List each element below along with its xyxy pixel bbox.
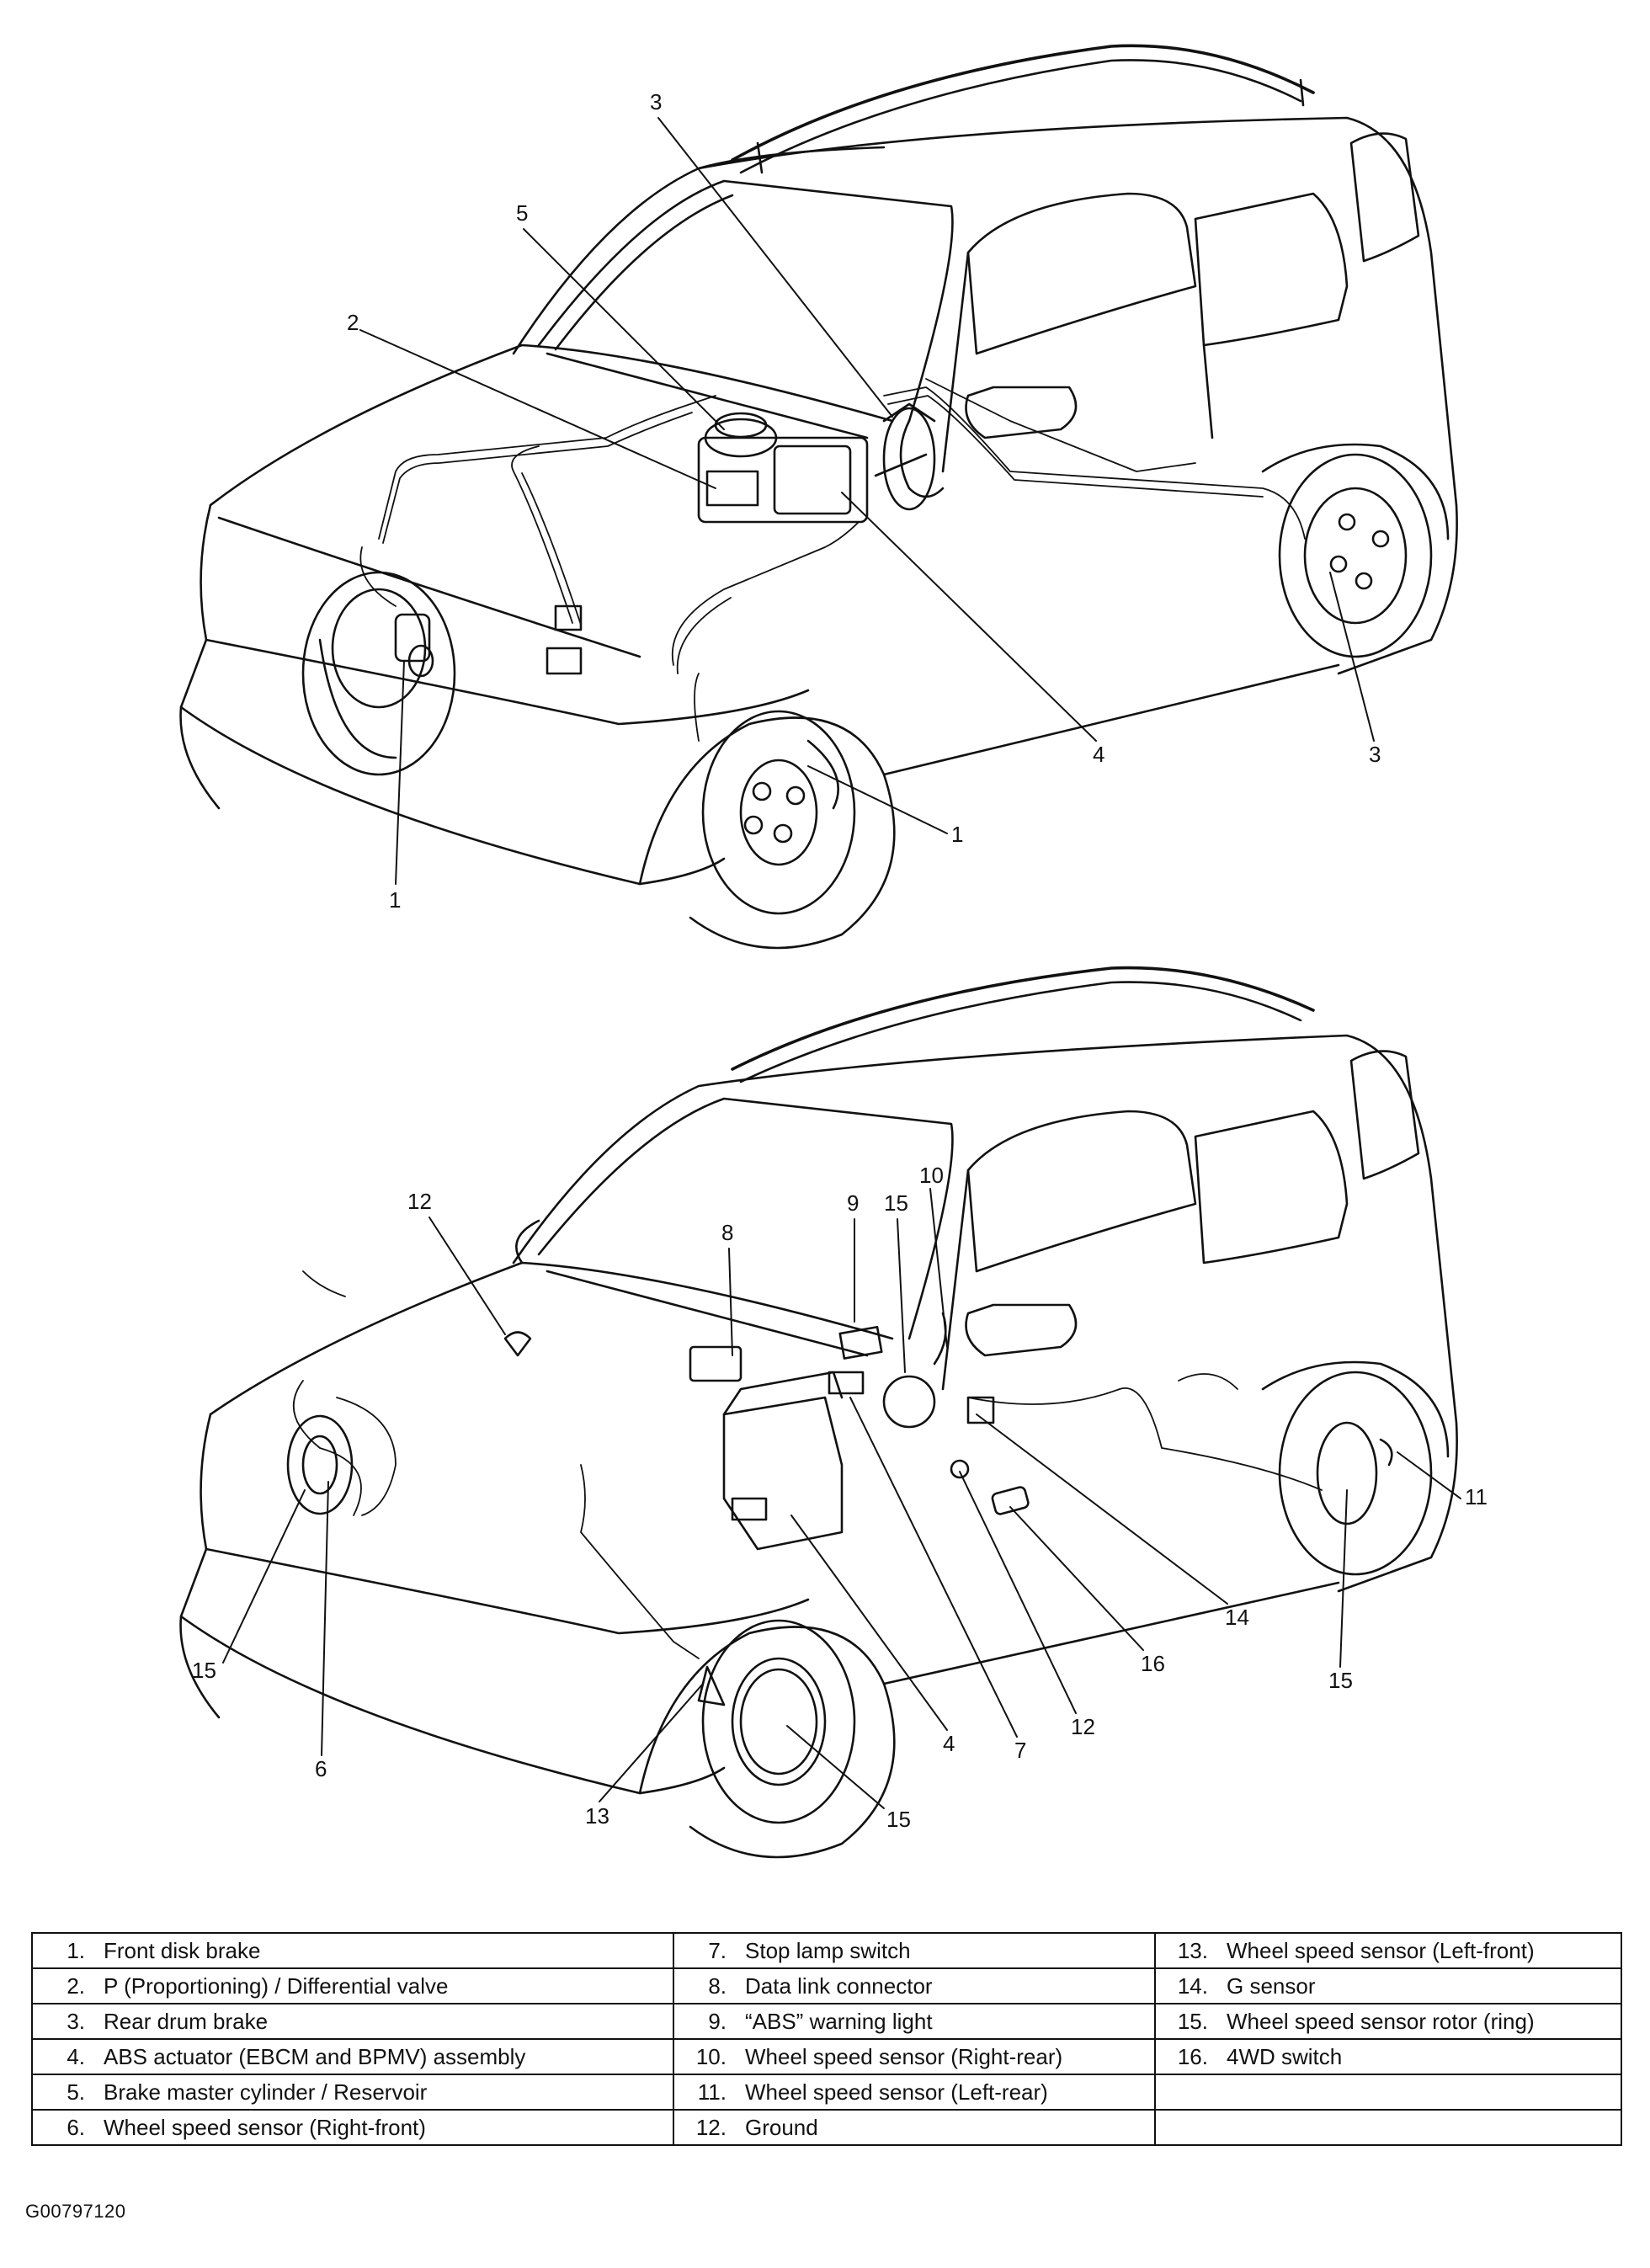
legend-cell: 13. Wheel speed sensor (Left-front) (1154, 1932, 1622, 1969)
callout-4-top: 4 (1093, 742, 1104, 767)
legend-cell: 12. Ground (673, 2109, 1156, 2146)
legend-row: 6. Wheel speed sensor (Right-front) 12. Gr… (31, 2109, 1622, 2146)
legend-cell: 5. Brake master cylinder / Reservoir (31, 2074, 674, 2111)
bottom-vehicle-illustration (179, 966, 1458, 1859)
legend-number: 3. (67, 2008, 85, 2034)
top-vehicle-illustration (179, 44, 1458, 950)
legend-number: 4. (67, 2043, 85, 2069)
callout-16: 16 (1141, 1651, 1165, 1676)
callout-15-rear: 15 (1328, 1668, 1353, 1693)
legend-label: Data link connector (745, 1973, 933, 1999)
legend-cell: 9. “ABS” warning light (673, 2003, 1156, 2040)
legend-row: 1. Front disk brake 7. Stop lamp switch 13… (31, 1932, 1622, 1969)
callout-7: 7 (1014, 1738, 1026, 1763)
legend-cell (1154, 2109, 1622, 2146)
legend-label: Brake master cylinder / Reservoir (104, 2079, 428, 2105)
callout-14: 14 (1225, 1605, 1249, 1630)
top-callouts: 3 5 2 4 3 1 1 (347, 89, 1381, 913)
legend-cell: 8. Data link connector (673, 1967, 1156, 2004)
callout-12-hood: 12 (407, 1189, 432, 1214)
legend-cell: 10. Wheel speed sensor (Right-rear) (673, 2038, 1156, 2075)
legend-cell: 16. 4WD switch (1154, 2038, 1622, 2075)
legend-number: 9. (708, 2008, 727, 2034)
callout-4-bottom: 4 (943, 1731, 955, 1756)
legend-label: P (Proportioning) / Differential valve (104, 1973, 449, 1999)
callout-3-right: 3 (1369, 742, 1381, 767)
legend-cell: 11. Wheel speed sensor (Left-rear) (673, 2074, 1156, 2111)
legend-cell (1154, 2074, 1622, 2111)
legend-label: Wheel speed sensor (Right-front) (104, 2114, 426, 2140)
legend-cell: 1. Front disk brake (31, 1932, 674, 1969)
legend-cell: 3. Rear drum brake (31, 2003, 674, 2040)
legend-number: 13. (1177, 1937, 1208, 1963)
callout-10: 10 (919, 1163, 944, 1188)
legend-label: Wheel speed sensor (Left-rear) (745, 2079, 1048, 2105)
legend-number: 8. (708, 1973, 727, 1999)
legend-label: Stop lamp switch (745, 1937, 911, 1963)
legend-label: Rear drum brake (104, 2008, 269, 2034)
legend-label: Wheel speed sensor (Left-front) (1227, 1937, 1535, 1963)
bottom-callouts: 10 9 15 8 12 11 14 16 15 12 7 4 15 6 13 … (192, 1163, 1488, 1832)
legend-label: 4WD switch (1227, 2043, 1343, 2069)
legend-number: 10. (695, 2043, 727, 2069)
callout-1-left: 1 (389, 887, 401, 913)
legend-label: Wheel speed sensor (Right-rear) (745, 2043, 1063, 2069)
callout-5: 5 (516, 200, 528, 226)
callout-13: 13 (585, 1803, 609, 1829)
callout-9: 9 (847, 1190, 859, 1216)
legend-cell: 15. Wheel speed sensor rotor (ring) (1154, 2003, 1622, 2040)
legend-label: ABS actuator (EBCM and BPMV) assembly (104, 2043, 526, 2069)
legend-number: 16. (1177, 2043, 1208, 2069)
legend-cell: 7. Stop lamp switch (673, 1932, 1156, 1969)
callout-15-top: 15 (884, 1190, 908, 1216)
figure-id: G00797120 (25, 2201, 126, 2222)
legend-number: 1. (67, 1937, 85, 1963)
legend-cell: 6. Wheel speed sensor (Right-front) (31, 2109, 674, 2146)
legend-label: G sensor (1227, 1973, 1316, 1999)
callout-2: 2 (347, 310, 359, 335)
callout-15-bottom: 15 (886, 1807, 911, 1832)
legend-number: 2. (67, 1973, 85, 1999)
callout-11: 11 (1465, 1484, 1488, 1509)
component-legend-table: 1. Front disk brake 7. Stop lamp switch 13… (31, 1932, 1622, 2146)
callout-1-right: 1 (951, 822, 963, 847)
legend-number: 11. (697, 2079, 727, 2105)
legend-row: 4.ABS actuator (EBCM and BPMV) assembly … (31, 2038, 1622, 2075)
legend-label: Front disk brake (104, 1937, 261, 1963)
legend-number: 15. (1177, 2008, 1208, 2034)
legend-number: 5. (67, 2079, 85, 2105)
abs-component-location-diagram: 3 5 2 4 3 1 1 (179, 44, 1488, 1859)
callout-6: 6 (315, 1756, 327, 1781)
legend-cell: 4. ABS actuator (EBCM and BPMV) assembly (31, 2038, 674, 2075)
callout-15-left: 15 (192, 1658, 216, 1683)
legend-number: 6. (67, 2114, 85, 2140)
legend-row: 2. P (Proportioning) / Differential valve… (31, 1967, 1622, 2004)
legend-number: 7. (708, 1937, 727, 1963)
callout-12-center: 12 (1071, 1714, 1095, 1739)
callout-8: 8 (721, 1220, 733, 1245)
legend-cell: 14. G sensor (1154, 1967, 1622, 2004)
legend-number: 12. (695, 2114, 727, 2140)
legend-row: 3.Rear drum brake 9.“ABS” warning light … (31, 2003, 1622, 2040)
legend-label: Wheel speed sensor rotor (ring) (1227, 2008, 1535, 2034)
legend-label: “ABS” warning light (745, 2008, 933, 2034)
legend-cell: 2. P (Proportioning) / Differential valve (31, 1967, 674, 2004)
legend-row: 5. Brake master cylinder / Reservoir 11. W… (31, 2074, 1622, 2111)
legend-label: Ground (745, 2114, 818, 2140)
legend-number: 14. (1177, 1973, 1208, 1999)
callout-3-top: 3 (650, 89, 662, 114)
